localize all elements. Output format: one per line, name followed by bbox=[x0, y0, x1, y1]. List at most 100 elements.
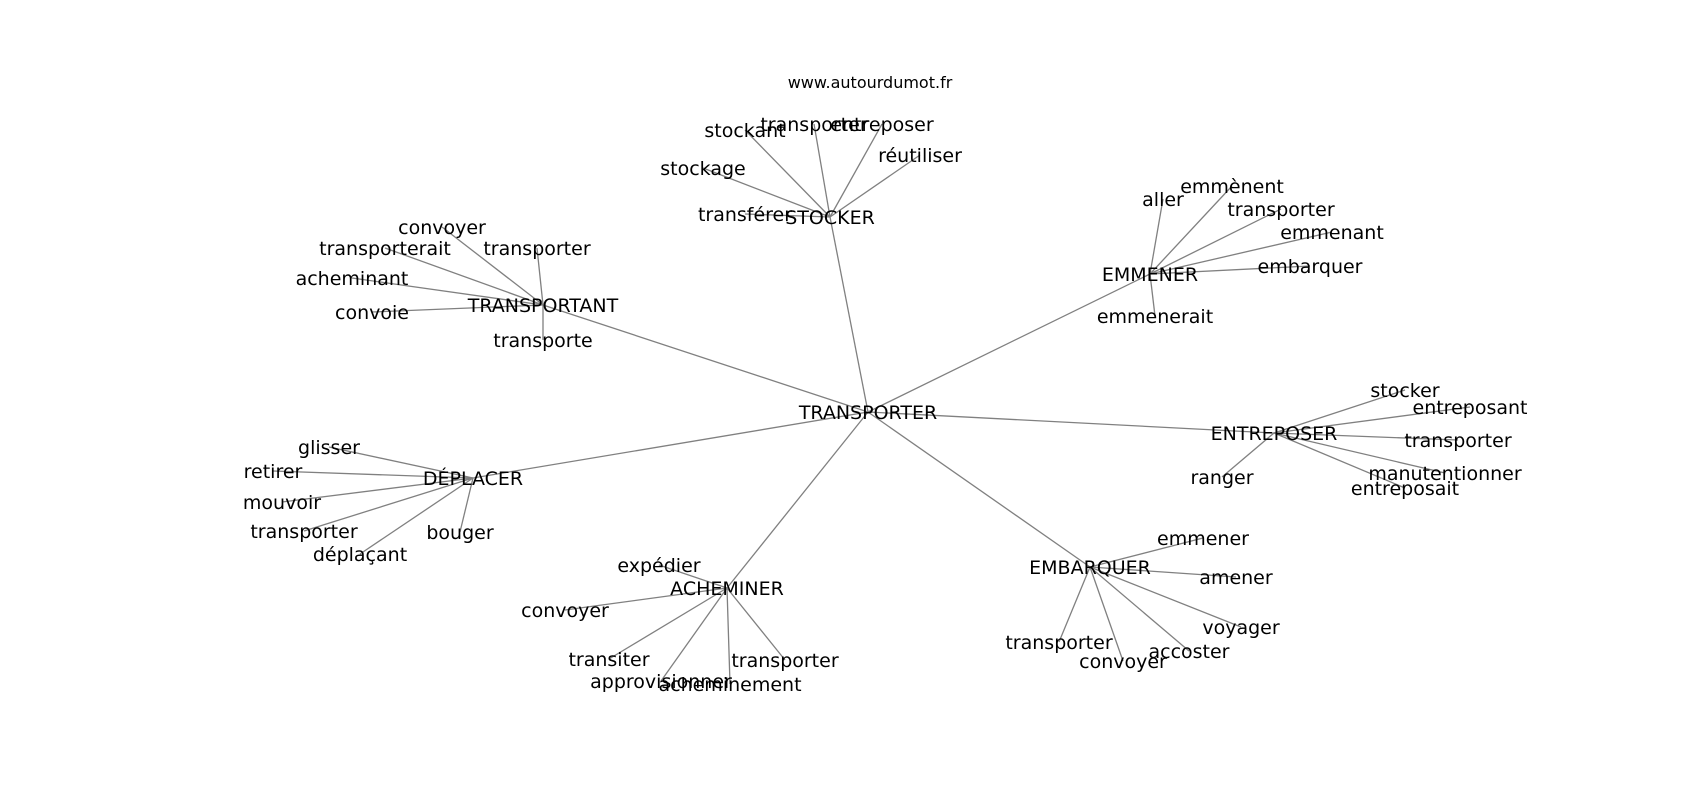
edge-entreposer-entreposait bbox=[1273, 432, 1406, 489]
edge-deplacer-deplacant bbox=[359, 477, 474, 555]
edge-acheminer-transiter bbox=[608, 587, 728, 660]
edges-layer bbox=[272, 123, 1471, 685]
edge-embarquer-convoyer bbox=[1089, 566, 1124, 662]
node-leaf-stocker: stocker bbox=[1370, 380, 1439, 402]
node-leaf-transporter: transporter bbox=[760, 114, 867, 136]
node-leaf-deplacant: déplaçant bbox=[313, 544, 407, 566]
node-hub-entreposer: ENTREPOSER bbox=[1211, 423, 1338, 445]
node-leaf-convoie: convoie bbox=[335, 302, 409, 324]
edge-acheminer-approvisionner bbox=[660, 587, 728, 682]
edge-emmener-emmenerait bbox=[1149, 273, 1156, 317]
node-leaf-emmenent: emmènent bbox=[1180, 176, 1284, 198]
edge-embarquer-emmener bbox=[1089, 537, 1204, 568]
edge-transportant-convoyer bbox=[441, 226, 544, 306]
node-hub-acheminer: ACHEMINER bbox=[670, 578, 784, 600]
node-leaf-entreposait: entreposait bbox=[1351, 478, 1459, 500]
edge-emmener-embarquer bbox=[1149, 265, 1311, 275]
node-leaf-mouvoir: mouvoir bbox=[243, 492, 321, 514]
node-leaf-accoster: accoster bbox=[1148, 641, 1229, 663]
node-leaf-expedier: expédier bbox=[617, 555, 700, 577]
edge-entreposer-entreposant bbox=[1273, 406, 1471, 434]
edge-deplacer-bouger bbox=[459, 477, 474, 533]
node-leaf-transiter: transiter bbox=[568, 649, 649, 671]
node-hub-transportant: TRANSPORTANT bbox=[467, 295, 619, 317]
edge-center-deplacer bbox=[472, 411, 869, 479]
edge-acheminer-acheminement bbox=[726, 587, 731, 685]
edge-entreposer-ranger bbox=[1221, 432, 1275, 478]
node-leaf-emmener: emmener bbox=[1157, 528, 1249, 550]
source-url: www.autourdumot.fr bbox=[788, 73, 953, 92]
node-leaf-transporter: transporter bbox=[483, 238, 590, 260]
edge-stocker-entreposer bbox=[829, 123, 883, 218]
edge-center-acheminer bbox=[726, 411, 869, 589]
edge-entreposer-transporter bbox=[1273, 432, 1459, 441]
node-hub-stocker: STOCKER bbox=[785, 207, 875, 229]
node-center-transporter: TRANSPORTER bbox=[798, 402, 937, 424]
edge-center-embarquer bbox=[867, 411, 1091, 568]
edge-deplacer-mouvoir bbox=[281, 477, 474, 503]
edge-center-emmener bbox=[867, 273, 1151, 413]
node-hub-embarquer: EMBARQUER bbox=[1029, 557, 1151, 579]
edge-emmener-emmenent bbox=[1149, 185, 1233, 275]
edge-center-entreposer bbox=[867, 411, 1275, 434]
node-leaf-emmenant: emmenant bbox=[1280, 222, 1384, 244]
node-leaf-convoyer: convoyer bbox=[1079, 651, 1167, 673]
edge-embarquer-amener bbox=[1089, 566, 1237, 578]
edge-entreposer-stocker bbox=[1273, 389, 1406, 434]
node-leaf-approvisionner: approvisionner bbox=[590, 671, 732, 693]
edge-deplacer-transporter bbox=[303, 477, 474, 532]
node-leaf-transferer: transférer bbox=[698, 204, 792, 226]
edge-embarquer-voyager bbox=[1089, 566, 1242, 628]
edge-acheminer-transporter bbox=[726, 587, 786, 661]
node-hub-emmener: EMMENER bbox=[1102, 264, 1198, 286]
edge-transportant-transporter bbox=[536, 247, 544, 306]
edge-emmener-aller bbox=[1149, 198, 1164, 275]
node-leaf-convoyer: convoyer bbox=[398, 217, 486, 239]
edge-deplacer-glisser bbox=[328, 446, 474, 479]
edge-emmener-transporter bbox=[1149, 208, 1282, 275]
edge-embarquer-accoster bbox=[1089, 566, 1190, 652]
node-leaf-transporter: transporter bbox=[250, 521, 357, 543]
node-leaf-ranger: ranger bbox=[1190, 467, 1253, 489]
edge-entreposer-manutentionner bbox=[1273, 432, 1446, 474]
node-leaf-retirer: retirer bbox=[244, 461, 303, 483]
node-leaf-transporter: transporter bbox=[1404, 430, 1511, 452]
labels-layer: www.autourdumot.fr TRANSPORTER STOCKER sto… bbox=[243, 73, 1528, 696]
node-leaf-transporte: transporte bbox=[493, 330, 592, 352]
node-leaf-emmenerait: emmenerait bbox=[1097, 306, 1213, 328]
edge-deplacer-retirer bbox=[272, 470, 474, 479]
node-leaf-transporter: transporter bbox=[1005, 632, 1112, 654]
node-leaf-transporter: transporter bbox=[731, 650, 838, 672]
node-leaf-bouger: bouger bbox=[426, 522, 493, 544]
node-leaf-entreposant: entreposant bbox=[1413, 397, 1528, 419]
node-leaf-convoyer: convoyer bbox=[521, 600, 609, 622]
edge-acheminer-expedier bbox=[658, 564, 728, 589]
edge-acheminer-convoyer bbox=[564, 587, 728, 611]
edge-transportant-acheminant bbox=[351, 277, 544, 306]
edge-stocker-stockant bbox=[744, 129, 831, 218]
edge-stocker-reutiliser bbox=[829, 154, 921, 218]
node-leaf-reutiliser: réutiliser bbox=[878, 145, 962, 167]
node-leaf-amener: amener bbox=[1199, 567, 1273, 589]
edge-stocker-transporter bbox=[813, 123, 831, 218]
edge-center-transportant bbox=[542, 304, 869, 413]
node-leaf-transporter: transporter bbox=[1227, 199, 1334, 221]
edge-transportant-transporterait bbox=[384, 247, 544, 306]
node-leaf-voyager: voyager bbox=[1202, 617, 1280, 639]
edge-embarquer-transporter bbox=[1058, 566, 1091, 643]
node-leaf-embarquer: embarquer bbox=[1258, 256, 1363, 278]
edge-stocker-stockage bbox=[702, 167, 831, 218]
edge-emmener-emmenant bbox=[1149, 231, 1333, 275]
node-leaf-manutentionner: manutentionner bbox=[1368, 463, 1522, 485]
edge-stocker-transferer bbox=[744, 213, 831, 218]
node-leaf-transporterait: transporterait bbox=[319, 238, 451, 260]
node-leaf-acheminement: acheminement bbox=[658, 674, 801, 696]
node-leaf-glisser: glisser bbox=[298, 437, 360, 459]
node-leaf-acheminant: acheminant bbox=[296, 268, 409, 290]
node-leaf-entreposer: entreposer bbox=[830, 114, 934, 136]
edge-transportant-convoie bbox=[371, 304, 544, 313]
node-leaf-stockant: stockant bbox=[704, 120, 785, 142]
node-leaf-stockage: stockage bbox=[660, 158, 745, 180]
